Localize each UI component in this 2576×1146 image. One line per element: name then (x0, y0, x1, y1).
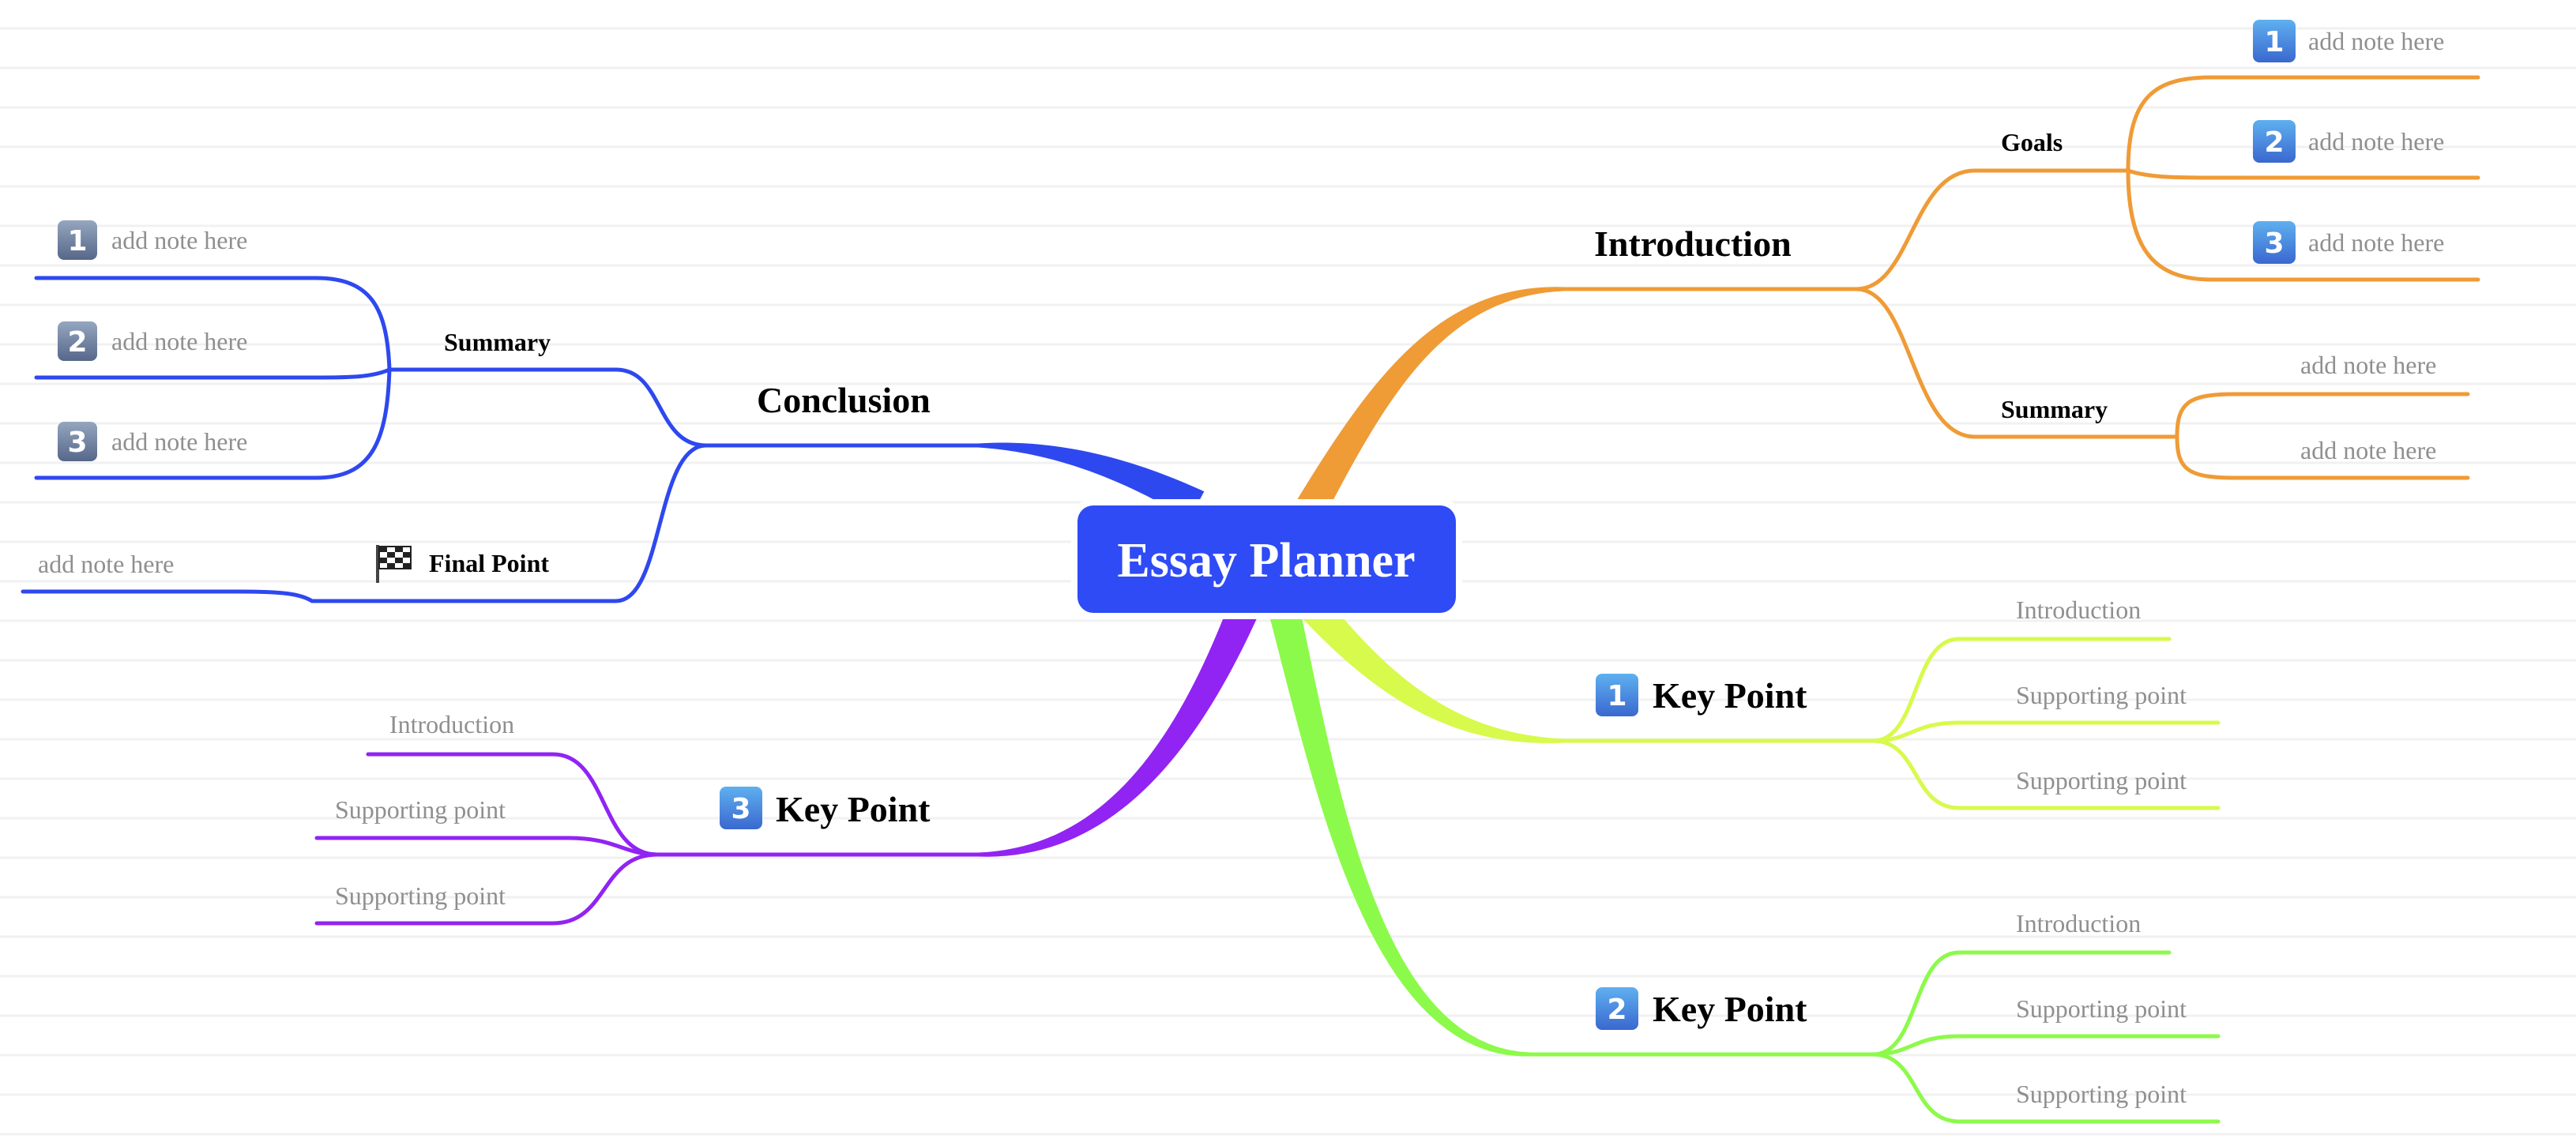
keycap-3-icon (2253, 221, 2296, 264)
conclusion-note-2[interactable]: 2 add note here (58, 321, 247, 361)
keycap-2-icon (58, 321, 97, 361)
key1-item-3[interactable]: Supporting point (2016, 766, 2187, 795)
key1-item-2[interactable]: Supporting point (2016, 681, 2187, 709)
badge-number: 3 (67, 426, 87, 459)
keycap-3-icon (58, 422, 97, 461)
note-text: add note here (111, 327, 247, 355)
badge-number: 2 (2264, 126, 2284, 159)
note-text: add note here (2308, 27, 2444, 55)
goal-note-1[interactable]: 1 add note here (2253, 20, 2444, 62)
key-point-label: Key Point (1653, 989, 1807, 1029)
branch-key-point-3 (978, 602, 1259, 857)
node-conclusion[interactable]: Conclusion (757, 380, 931, 420)
node-introduction[interactable]: Introduction (1594, 224, 1792, 264)
key3-item-1[interactable]: Introduction (389, 710, 514, 738)
branch-introduction (1288, 287, 1564, 530)
conclusion-note-3[interactable]: 3 add note here (58, 422, 247, 461)
keycap-1-icon (1596, 674, 1638, 716)
key1-item-1[interactable]: Introduction (2016, 596, 2141, 624)
key2-item-3[interactable]: Supporting point (2016, 1080, 2187, 1108)
note-text: add note here (2308, 228, 2444, 257)
goal-note-2[interactable]: 2 add note here (2253, 120, 2444, 163)
key-point-2-subtree (1525, 950, 2221, 1124)
key2-item-2[interactable]: Supporting point (2016, 994, 2187, 1023)
node-goals[interactable]: Goals (2001, 128, 2063, 156)
keycap-2-icon (2253, 120, 2296, 163)
conclusion-subtree (21, 276, 980, 603)
final-point-note[interactable]: add note here (38, 550, 174, 578)
key-point-label: Key Point (776, 789, 931, 829)
branch-key-point-1 (1302, 597, 1564, 743)
branch-key-point-2 (1268, 604, 1531, 1057)
badge-number: 1 (2264, 26, 2284, 58)
node-conclusion-summary[interactable]: Summary (444, 328, 551, 356)
keycap-2-icon (1596, 987, 1638, 1030)
badge-number: 2 (1607, 994, 1626, 1026)
introduction-subtree (1559, 75, 2480, 480)
badge-number: 2 (67, 326, 87, 359)
note-text: add note here (2308, 127, 2444, 156)
keycap-1-icon (2253, 20, 2296, 62)
key2-item-1[interactable]: Introduction (2016, 909, 2141, 937)
keycap-3-icon (720, 787, 762, 829)
node-key-point-3[interactable]: 3 Key Point (720, 787, 931, 829)
node-key-point-1[interactable]: 1 Key Point (1596, 674, 1807, 716)
node-key-point-2[interactable]: 2 Key Point (1596, 987, 1807, 1030)
key-point-3-subtree (314, 752, 980, 926)
keycap-1-icon (58, 220, 97, 260)
badge-number: 1 (1607, 680, 1626, 712)
final-point-label: Final Point (429, 549, 549, 577)
node-intro-summary[interactable]: Summary (2001, 395, 2108, 423)
node-final-point[interactable]: Final Point (376, 545, 549, 583)
intro-summary-note-1[interactable]: add note here (2300, 351, 2436, 379)
intro-summary-note-2[interactable]: add note here (2300, 436, 2436, 464)
conclusion-note-1[interactable]: 1 add note here (58, 220, 247, 260)
checkered-flag-icon (376, 545, 412, 583)
key-point-label: Key Point (1653, 675, 1807, 716)
badge-number: 3 (731, 793, 750, 825)
root-node[interactable]: Essay Planner (1071, 499, 1462, 619)
badge-number: 1 (67, 225, 87, 257)
note-text: add note here (111, 427, 247, 456)
goal-note-3[interactable]: 3 add note here (2253, 221, 2444, 264)
badge-number: 3 (2264, 227, 2284, 260)
key3-item-2[interactable]: Supporting point (335, 795, 506, 824)
root-title: Essay Planner (1117, 534, 1415, 588)
note-text: add note here (111, 226, 247, 254)
key-point-1-subtree (1559, 637, 2221, 810)
key3-item-3[interactable]: Supporting point (335, 881, 506, 910)
